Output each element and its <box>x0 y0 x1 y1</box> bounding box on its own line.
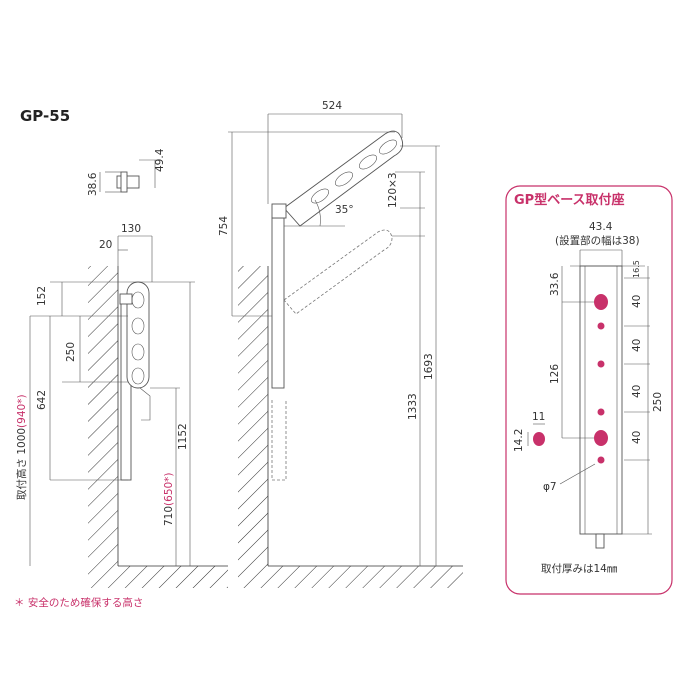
footnote: ＊ 安全のため確保する高さ <box>14 596 143 609</box>
side-dim-642: 642 <box>36 390 48 410</box>
base-width-note: (設置部の幅は38) <box>555 234 640 247</box>
dim-1693: 1693 <box>423 353 435 380</box>
base-total-250: 250 <box>652 392 664 412</box>
base-pitch-40-b: 40 <box>631 339 643 352</box>
side-dim-1152: 1152 <box>177 423 189 450</box>
dim-524: 524 <box>322 100 342 112</box>
base-hole-dia: φ7 <box>543 481 557 493</box>
svg-text:710(650*): 710(650*) <box>163 472 175 526</box>
dim-angle: 35° <box>335 204 354 216</box>
base-left-33-6: 33.6 <box>549 272 561 296</box>
side-dim-20: 20 <box>99 239 112 251</box>
side-view: 130 20 152 250 642 1152 取付高さ 1000(940*) … <box>15 223 228 588</box>
base-thickness-note: 取付厚みは14㎜ <box>541 562 618 575</box>
dim-120x3: 120×3 <box>387 172 399 208</box>
base-left-126: 126 <box>549 364 561 384</box>
model-title: GP-55 <box>20 107 70 125</box>
clamp-detail: 38.6 49.4 <box>87 148 166 196</box>
svg-text:取付高さ 1000(940*): 取付高さ 1000(940*) <box>15 394 28 500</box>
extended-view: 524 754 35° 120×3 1693 1333 <box>218 100 463 588</box>
install-height-label: 取付高さ 1000 <box>15 428 28 500</box>
install-height-safe: (940*) <box>16 394 28 427</box>
clamp-dim-38-6: 38.6 <box>87 172 99 196</box>
side-dim-250: 250 <box>65 342 77 362</box>
lower-710-safe: (650*) <box>163 472 175 505</box>
side-dim-130: 130 <box>121 223 141 235</box>
base-pitch-40-c: 40 <box>631 385 643 398</box>
base-pitch-40-a: 40 <box>631 295 643 308</box>
base-panel: GP型ベース取付座 43.4 (設置部の幅は38) 16 <box>505 185 673 595</box>
clamp-dim-49-4: 49.4 <box>154 148 166 172</box>
lower-710-label: 710 <box>163 506 175 526</box>
base-width: 43.4 <box>589 221 613 233</box>
base-pitch-40-d: 40 <box>631 431 643 444</box>
base-panel-title: GP型ベース取付座 <box>514 192 625 208</box>
base-hole-14-2: 14.2 <box>513 429 525 452</box>
dim-754: 754 <box>218 216 230 236</box>
dim-1333: 1333 <box>407 393 419 420</box>
base-hole-11: 11 <box>532 411 545 423</box>
side-dim-152: 152 <box>36 286 48 306</box>
base-top-16-5: 16.5 <box>632 260 641 278</box>
